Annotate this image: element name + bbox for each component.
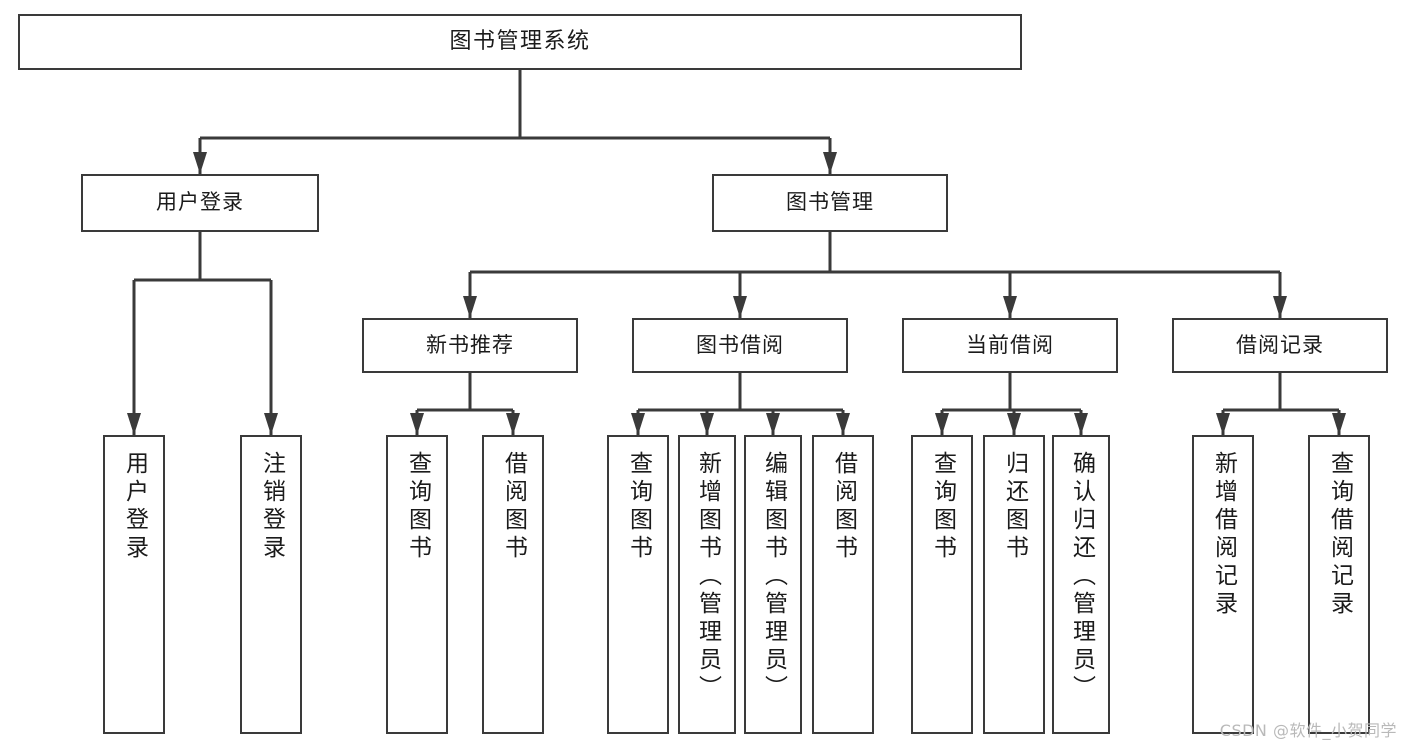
node-label: 当前借阅 [966, 332, 1054, 357]
arrowhead-icon [1007, 413, 1021, 435]
node-label: 图书管理 [786, 190, 874, 215]
node-book-borrow[interactable]: 图书借阅 [632, 318, 848, 373]
node-label: 新增图书（管理员） [694, 451, 721, 703]
arrowhead-icon [700, 413, 714, 435]
arrowhead-icon [1273, 296, 1287, 318]
node-label: 图书借阅 [696, 332, 784, 357]
node-label: 查询借阅记录 [1326, 451, 1353, 619]
node-label: 借阅记录 [1236, 332, 1324, 357]
node-leaf-query-book-borrow[interactable]: 查询图书 [607, 435, 669, 734]
arrowhead-icon [935, 413, 949, 435]
arrowhead-icon [193, 152, 207, 174]
arrowhead-icon [1332, 413, 1346, 435]
node-label: 确认归还（管理员） [1068, 451, 1095, 703]
node-leaf-query-borrow-record[interactable]: 查询借阅记录 [1308, 435, 1370, 734]
node-root[interactable]: 图书管理系统 [18, 14, 1022, 70]
arrowhead-icon [1074, 413, 1088, 435]
node-leaf-confirm-return-admin[interactable]: 确认归还（管理员） [1052, 435, 1110, 734]
node-leaf-borrow-book[interactable]: 借阅图书 [812, 435, 874, 734]
node-label: 借阅图书 [830, 451, 857, 563]
node-label: 查询图书 [404, 451, 431, 563]
arrowhead-icon [1003, 296, 1017, 318]
csdn-watermark: CSDN @软件_小贺同学 [1219, 721, 1397, 740]
node-label: 新增借阅记录 [1210, 451, 1237, 619]
node-user-login[interactable]: 用户登录 [81, 174, 319, 232]
node-label: 新书推荐 [426, 332, 514, 357]
node-label: 用户登录 [156, 190, 244, 215]
node-leaf-add-book-admin[interactable]: 新增图书（管理员） [678, 435, 736, 734]
node-label: 图书管理系统 [449, 28, 591, 54]
node-leaf-add-borrow-record[interactable]: 新增借阅记录 [1192, 435, 1254, 734]
node-leaf-query-book-current[interactable]: 查询图书 [911, 435, 973, 734]
node-label: 查询图书 [929, 451, 956, 563]
arrowhead-icon [823, 152, 837, 174]
node-leaf-edit-book-admin[interactable]: 编辑图书（管理员） [744, 435, 802, 734]
arrowhead-icon [733, 296, 747, 318]
arrowhead-icon [264, 413, 278, 435]
node-label: 归还图书 [1001, 451, 1028, 563]
node-label: 用户登录 [121, 451, 148, 563]
arrowhead-icon [631, 413, 645, 435]
arrowhead-icon [410, 413, 424, 435]
node-label: 注销登录 [258, 451, 285, 563]
node-current-borrow[interactable]: 当前借阅 [902, 318, 1118, 373]
node-leaf-query-book-rec[interactable]: 查询图书 [386, 435, 448, 734]
arrowhead-icon [463, 296, 477, 318]
node-leaf-borrow-book-rec[interactable]: 借阅图书 [482, 435, 544, 734]
node-leaf-user-login[interactable]: 用户登录 [103, 435, 165, 734]
arrowhead-icon [506, 413, 520, 435]
node-book-manage[interactable]: 图书管理 [712, 174, 948, 232]
node-borrow-record[interactable]: 借阅记录 [1172, 318, 1388, 373]
arrowhead-icon [127, 413, 141, 435]
node-leaf-return-book[interactable]: 归还图书 [983, 435, 1045, 734]
node-label: 借阅图书 [500, 451, 527, 563]
node-label: 编辑图书（管理员） [760, 451, 787, 703]
arrowhead-icon [1216, 413, 1230, 435]
node-leaf-user-logout[interactable]: 注销登录 [240, 435, 302, 734]
node-label: 查询图书 [625, 451, 652, 563]
node-new-book-recommend[interactable]: 新书推荐 [362, 318, 578, 373]
arrowhead-icon [766, 413, 780, 435]
arrowhead-icon [836, 413, 850, 435]
